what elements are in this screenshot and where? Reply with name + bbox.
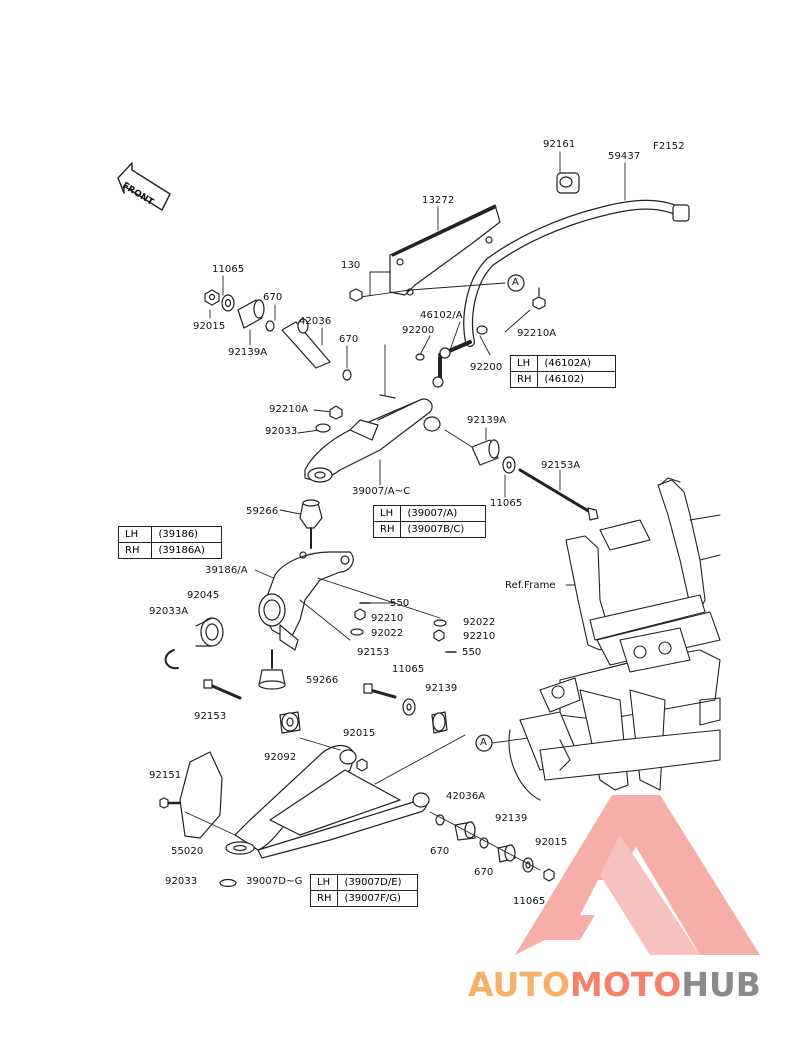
leader-lines <box>209 151 626 586</box>
part-label: 92015 <box>193 321 226 332</box>
bushing <box>279 711 301 734</box>
diagram-code: F2152 <box>653 141 685 152</box>
part-label: 11065 <box>513 896 546 907</box>
part-label: 39186/A <box>205 565 248 576</box>
part-label: 92161 <box>543 139 576 150</box>
variant-table-39186: LH(39186) RH(39186A) <box>117 526 222 559</box>
watermark-auto: AUTO <box>468 965 570 1004</box>
ref-frame-label: Ref.Frame <box>505 580 556 591</box>
rh-value: (39007B/C) <box>400 521 487 538</box>
skid-guard <box>389 204 501 296</box>
part-label: 55020 <box>171 846 204 857</box>
part-label: 550 <box>462 647 482 658</box>
part-label: 92139 <box>425 683 458 694</box>
part-label: 550 <box>390 598 410 609</box>
part-label: 92153 <box>357 647 390 658</box>
watermark-logo <box>515 795 760 955</box>
part-label: 92033 <box>165 876 198 887</box>
ball-joint-top <box>299 499 323 549</box>
rh-label: RH <box>309 890 339 907</box>
part-label: 92153 <box>194 711 227 722</box>
lh-value: (46102A) <box>537 355 616 372</box>
part-label: 92153A <box>541 460 581 471</box>
lh-value: (39007/A) <box>400 505 487 522</box>
wheel-bearing <box>164 617 224 670</box>
vehicle-frame <box>508 477 721 801</box>
part-label: 92033 <box>265 426 298 437</box>
part-label: 92015 <box>343 728 376 739</box>
lh-value: (39186) <box>151 526 222 543</box>
lh-value: (39007D/E) <box>337 874 419 891</box>
front-arrow-icon <box>117 162 171 211</box>
part-label: 92139A <box>467 415 507 426</box>
lh-label: LH <box>117 526 153 543</box>
part-label: 92022 <box>463 617 496 628</box>
part-label: 42036A <box>446 791 486 802</box>
stabilizer-link <box>432 340 472 388</box>
watermark-text: AUTOMOTOHUB <box>468 965 793 1005</box>
part-label: 11065 <box>392 664 425 675</box>
rh-label: RH <box>117 542 153 559</box>
part-label: 92210 <box>463 631 496 642</box>
part-label: 42036 <box>299 316 332 327</box>
callout-a-top <box>507 274 525 292</box>
callout-label: A <box>480 737 487 748</box>
variant-table-39007dg: LH(39007D/E) RH(39007F/G) <box>309 874 419 907</box>
part-label: 92022 <box>371 628 404 639</box>
part-label: 130 <box>341 260 361 271</box>
rh-label: RH <box>372 521 402 538</box>
variant-table-39007ac: LH(39007/A) RH(39007B/C) <box>372 505 487 538</box>
part-label: 92139 <box>495 813 528 824</box>
bolts-92153 <box>203 679 448 734</box>
part-label: 92210A <box>269 404 309 415</box>
part-label: 11065 <box>212 264 245 275</box>
part-label: 92210 <box>371 613 404 624</box>
part-label: 92139A <box>228 347 268 358</box>
stabilizer-bar <box>463 172 690 347</box>
part-label: 670 <box>263 292 283 303</box>
lh-label: LH <box>372 505 402 522</box>
hardware-mid-right <box>444 429 599 521</box>
lh-label: LH <box>509 355 539 372</box>
rh-value: (39007F/G) <box>337 890 419 907</box>
part-label: 39007/A~C <box>352 486 411 497</box>
part-label: 92045 <box>187 590 220 601</box>
watermark-moto: MOTO <box>569 965 682 1004</box>
part-label: 670 <box>339 334 359 345</box>
rh-label: RH <box>509 371 539 388</box>
part-label: 92015 <box>535 837 568 848</box>
part-label: 92033A <box>149 606 189 617</box>
hardware-bottom <box>219 811 555 888</box>
hardware-top <box>204 287 546 381</box>
part-label: 92210A <box>517 328 557 339</box>
ball-joint-low <box>258 649 286 690</box>
rh-value: (46102) <box>537 371 616 388</box>
part-label: 92151 <box>149 770 182 781</box>
part-label: 92092 <box>264 752 297 763</box>
part-label: 59266 <box>306 675 339 686</box>
part-label: 92200 <box>470 362 503 373</box>
part-label: 92200 <box>402 325 435 336</box>
part-label: 39007D~G <box>246 876 303 887</box>
callout-label: A <box>512 277 519 288</box>
part-label: 670 <box>430 846 450 857</box>
watermark-hub: HUB <box>681 965 761 1004</box>
lower-arm <box>225 734 466 859</box>
variant-table-46102: LH(46102A) RH(46102) <box>509 355 616 388</box>
steering-knuckle <box>258 551 354 651</box>
part-label: 46102/A <box>420 310 463 321</box>
rh-value: (39186A) <box>151 542 222 559</box>
part-label: 13272 <box>422 195 455 206</box>
lh-label: LH <box>309 874 339 891</box>
upper-arm <box>304 394 441 483</box>
arm-guard <box>159 751 236 839</box>
part-label: 59266 <box>246 506 279 517</box>
part-label: 11065 <box>490 498 523 509</box>
part-label: 59437 <box>608 151 641 162</box>
hardware-mid <box>299 577 457 653</box>
part-label: 670 <box>474 867 494 878</box>
